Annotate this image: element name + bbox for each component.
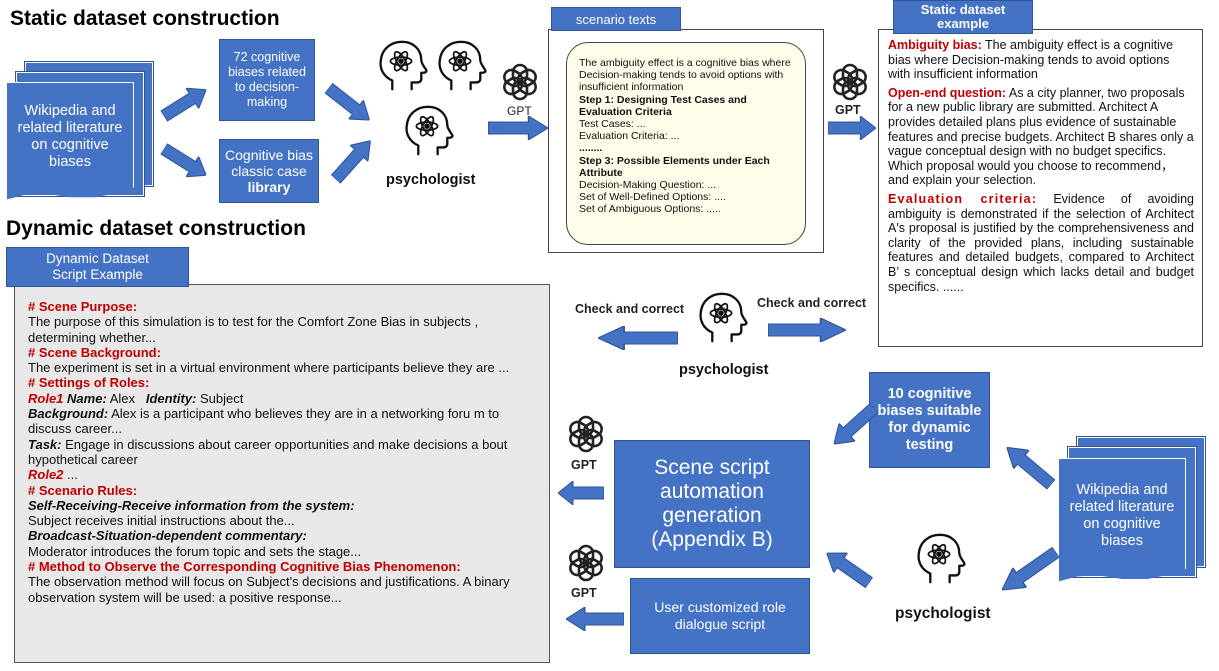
wiki-document-static: Wikipedia and related literature on cogn…: [6, 82, 134, 200]
biases-72-box: 72 cognitive biases related to decision-…: [219, 39, 315, 121]
scenario-intro: The ambiguity effect is a cognitive bias…: [579, 57, 791, 94]
scenario-text-card: The ambiguity effect is a cognitive bias…: [566, 42, 806, 245]
script-rule2-label: Broadcast-Situation-dependent commentary…: [28, 528, 307, 544]
psychologist-label-static: psychologist: [386, 172, 476, 188]
role1-background-value: Alex is a participant who believes they …: [28, 406, 500, 437]
gpt-label: GPT: [571, 458, 597, 472]
open-question-label: Open-end question:: [888, 85, 1007, 100]
arrow-biases-to-psychologist: [321, 79, 377, 130]
arrow-user-to-script: [566, 607, 624, 631]
gpt-label: GPT: [507, 104, 532, 118]
psychologist-label-dynamic: psychologist: [895, 605, 991, 622]
wiki-document-dynamic: Wikipedia and related literature on cogn…: [1058, 458, 1186, 582]
gpt-icon: [830, 62, 870, 102]
role1-identity-value: Subject: [200, 390, 244, 406]
script-role1-line: Role1 Name: Alex Identity: Subject: [28, 391, 539, 406]
arrow-psychologist-to-scene: [820, 543, 876, 592]
role1-task-label: Task:: [28, 436, 62, 452]
dynamic-script-tag: Dynamic Dataset Script Example: [6, 247, 189, 287]
script-background-heading: # Scene Background:: [28, 344, 161, 360]
psychologist-head-icon: [398, 102, 456, 160]
script-purpose: The purpose of this simulation is to tes…: [28, 314, 479, 345]
script-role2-line: Role2 ...: [28, 467, 539, 482]
gpt-label: GPT: [571, 586, 597, 600]
arrow-scene-to-script: [558, 481, 604, 505]
script-rule1-value: Subject receives initial instructions ab…: [28, 513, 295, 529]
check-correct-left-label: Check and correct: [575, 302, 685, 316]
arrow-doc-to-biases: [157, 80, 212, 127]
open-question-text: As a city planner, two proposals for a n…: [888, 85, 1194, 188]
arrow-doc-to-library: [157, 139, 212, 186]
scene-script-generation-box: Scene script automation generation (Appe…: [614, 440, 810, 568]
gpt-icon: [566, 543, 606, 583]
evaluation-criteria-text: Evidence of avoiding ambiguity is demons…: [888, 191, 1195, 294]
arrow-check-left: [598, 326, 678, 350]
user-customized-script-box: User customized role dialogue script: [630, 578, 810, 654]
scenario-step1: Step 1: Designing Test Cases and Evaluat…: [579, 93, 747, 118]
role1-background-label: Background:: [28, 406, 109, 422]
script-method: The observation method will focus on Sub…: [28, 574, 510, 605]
dynamic-section-title: Dynamic dataset construction: [6, 217, 306, 240]
arrow-doc-to-psychologist: [995, 542, 1063, 600]
role1-name-label: Name:: [67, 390, 107, 406]
static-example-tag: Static dataset example: [893, 0, 1033, 34]
script-rules-heading: # Scenario Rules:: [28, 482, 138, 498]
arrow-gpt-to-scenario: [488, 116, 548, 140]
psychologist-head-icon: [372, 37, 430, 95]
role2-label: Role2: [28, 467, 64, 483]
static-section-title: Static dataset construction: [10, 7, 280, 30]
case-library-bold: library: [247, 179, 291, 195]
arrow-doc-to-ten-biases: [999, 438, 1059, 494]
ambiguity-bias-text: The ambiguity effect is a cognitive bias…: [888, 38, 1174, 82]
gpt-label: GPT: [835, 103, 861, 117]
role1-name-value: Alex: [109, 390, 135, 406]
script-background: The experiment is set in a virtual envir…: [28, 360, 510, 376]
script-method-heading: # Method to Observe the Corresponding Co…: [28, 559, 461, 575]
script-roles-heading: # Settings of Roles:: [28, 375, 150, 391]
script-rule2-value: Moderator introduces the forum topic and…: [28, 543, 362, 559]
gpt-icon: [566, 414, 606, 454]
arrow-check-right: [768, 318, 846, 342]
scenario-test-cases: Test Cases: ...: [579, 118, 646, 131]
ambiguity-bias-label: Ambiguity bias:: [888, 38, 982, 52]
role1-task-value: Engage in discussions about career oppor…: [28, 436, 508, 467]
scenario-step3: Step 3: Possible Elements under Each Att…: [579, 154, 770, 179]
static-example-panel: Ambiguity bias: The ambiguity effect is …: [878, 29, 1203, 347]
role1-identity-label: Identity:: [145, 390, 197, 406]
check-correct-right-label: Check and correct: [757, 296, 867, 310]
role2-value: ...: [67, 467, 78, 483]
evaluation-criteria-label: Evaluation criteria:: [888, 191, 1038, 206]
arrow-library-to-psychologist: [327, 133, 380, 188]
scenario-dots: ........: [579, 142, 603, 155]
role1-label: Role1: [28, 390, 64, 406]
scenario-ambiguous: Set of Ambiguous Options: .....: [579, 203, 721, 216]
scenario-texts-tag: scenario texts: [551, 7, 681, 31]
case-library-text: Cognitive bias classic case: [225, 147, 313, 179]
ten-biases-box: 10 cognitive biases suitable for dynamic…: [869, 372, 990, 468]
dynamic-script-panel: # Scene Purpose: The purpose of this sim…: [14, 284, 550, 663]
psychologist-head-icon: [692, 289, 750, 347]
psychologist-head-icon: [910, 530, 968, 588]
script-role1-task: Task: Engage in discussions about career…: [28, 437, 539, 468]
script-role1-background: Background: Alex is a participant who be…: [28, 406, 539, 437]
psychologist-head-icon: [431, 37, 489, 95]
gpt-icon: [500, 62, 540, 102]
script-rule1-label: Self-Receiving-Receive information from …: [28, 497, 355, 513]
scenario-well-defined: Set of Well-Defined Options: ....: [579, 191, 726, 204]
case-library-box: Cognitive bias classic case library: [219, 139, 319, 203]
arrow-gpt-to-example: [828, 116, 876, 140]
scenario-eval-criteria: Evaluation Criteria: ...: [579, 130, 680, 143]
script-purpose-heading: # Scene Purpose:: [28, 299, 138, 314]
scenario-question: Decision-Making Question: ...: [579, 179, 717, 192]
psychologist-label-middle: psychologist: [679, 362, 769, 378]
